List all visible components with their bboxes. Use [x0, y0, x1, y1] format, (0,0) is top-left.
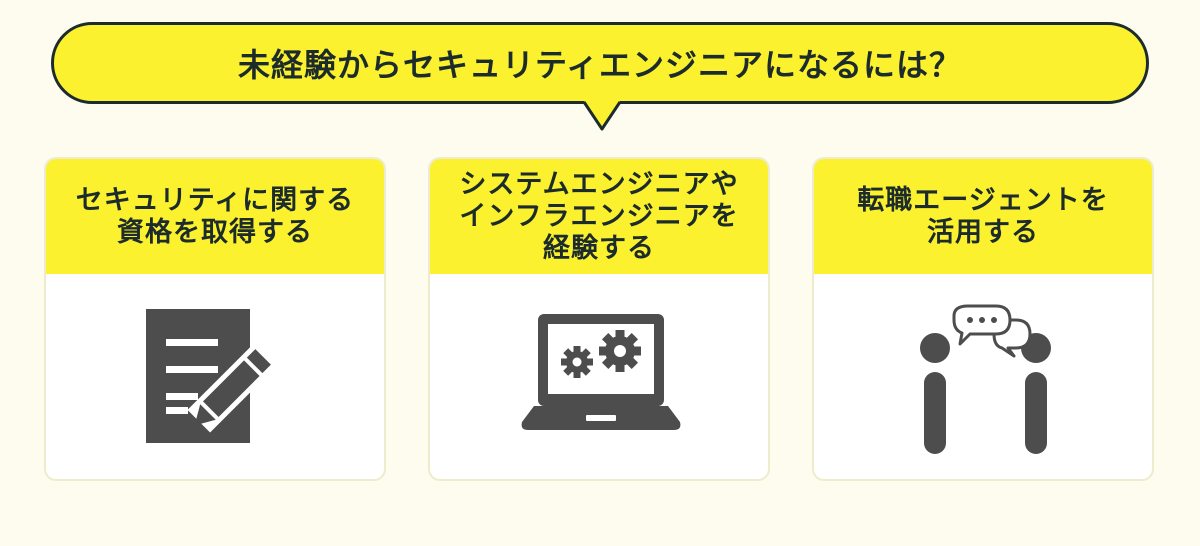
card-header: 転職エージェントを 活用する — [814, 159, 1152, 274]
card-body — [814, 274, 1152, 479]
card-experience: システムエンジニアや インフラエンジニアを 経験する — [428, 157, 770, 481]
document-pencil-icon — [146, 309, 278, 443]
card-title-line: 経験する — [542, 232, 655, 264]
card-title: セキュリティに関する 資格を取得する — [76, 185, 354, 249]
headline-bubble: 未経験からセキュリティエンジニアになるには？ — [51, 22, 1149, 104]
card-title-line: 資格を取得する — [116, 216, 313, 248]
card-title: 転職エージェントを 活用する — [857, 185, 1108, 249]
card-title-line: 転職エージェントを — [857, 184, 1109, 216]
card-body — [430, 274, 768, 479]
card-title-line: システムエンジニアや — [459, 168, 739, 200]
card-header: システムエンジニアや インフラエンジニアを 経験する — [430, 159, 768, 274]
card-certification: セキュリティに関する 資格を取得する — [44, 157, 386, 481]
headline-title: 未経験からセキュリティエンジニアになるには？ — [237, 46, 963, 84]
card-title-line: セキュリティに関する — [75, 184, 355, 216]
card-title-line: 活用する — [927, 216, 1039, 248]
card-agent: 転職エージェントを 活用する — [812, 157, 1154, 481]
bubble-tail — [582, 101, 622, 131]
people-conversation-icon — [920, 304, 1051, 454]
card-body — [46, 274, 384, 479]
card-header: セキュリティに関する 資格を取得する — [46, 159, 384, 274]
card-title-line: インフラエンジニアを — [459, 200, 739, 232]
card-title: システムエンジニアや インフラエンジニアを 経験する — [459, 169, 738, 265]
laptop-gears-icon — [521, 314, 681, 430]
